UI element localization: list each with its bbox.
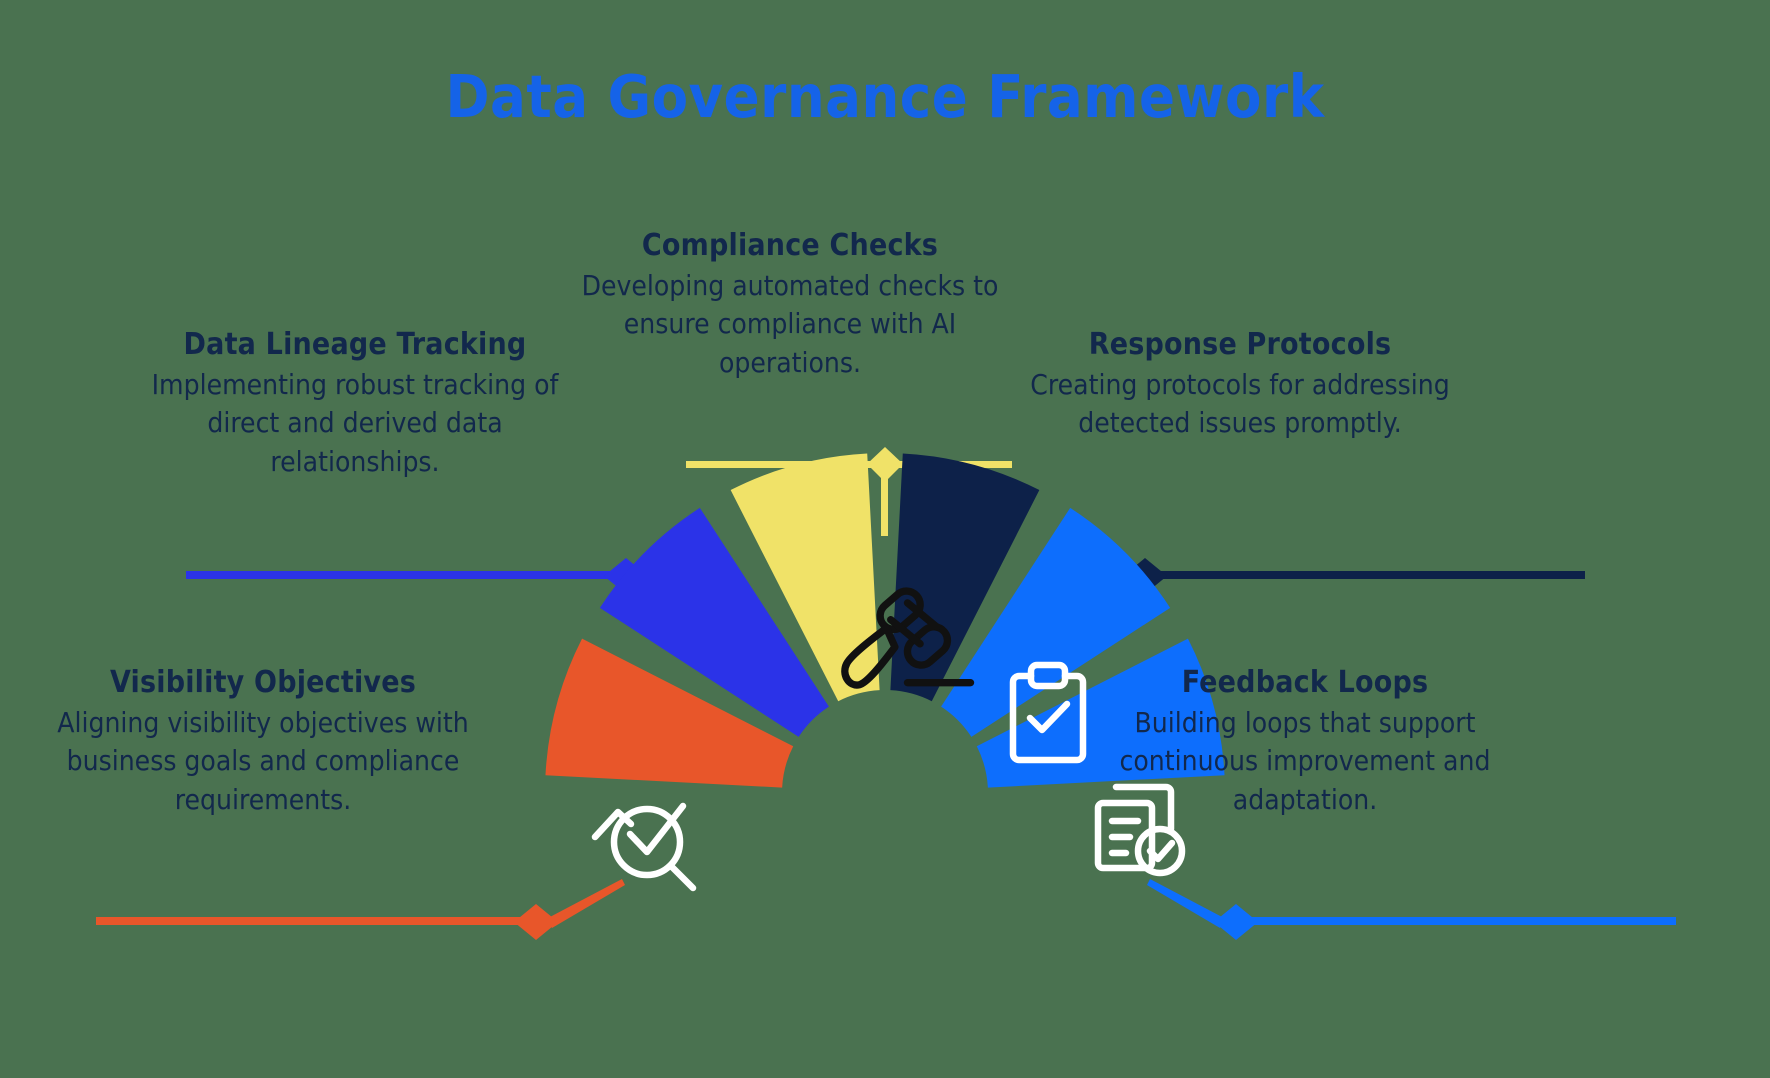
label-description: Aligning visibility objectives with busi… bbox=[57, 706, 469, 816]
label-title: Response Protocols bbox=[1088, 327, 1392, 362]
documents-check-icon bbox=[1094, 783, 1186, 877]
gavel-icon bbox=[841, 587, 975, 689]
label-response-protocols: Response Protocols Creating protocols fo… bbox=[1020, 327, 1460, 443]
label-description: Creating protocols for addressing detect… bbox=[1030, 368, 1450, 440]
label-description: Developing automated checks to ensure co… bbox=[581, 269, 999, 379]
label-description: Implementing robust tracking of direct a… bbox=[151, 368, 559, 478]
label-title: Compliance Checks bbox=[641, 228, 939, 263]
wedge-feedback[interactable] bbox=[941, 507, 1171, 737]
label-compliance-checks: Compliance Checks Developing automated c… bbox=[555, 228, 1025, 382]
connector-visibility bbox=[96, 879, 625, 940]
label-data-lineage-tracking: Data Lineage Tracking Implementing robus… bbox=[135, 327, 575, 481]
label-title: Feedback Loops bbox=[1181, 665, 1429, 700]
label-title: Visibility Objectives bbox=[110, 665, 416, 700]
wedge-compliance[interactable] bbox=[730, 453, 880, 702]
label-visibility-objectives: Visibility Objectives Aligning visibilit… bbox=[48, 665, 478, 819]
connector-feedback bbox=[1147, 879, 1676, 940]
page-title: Data Governance Framework bbox=[445, 62, 1325, 131]
label-feedback-loops: Feedback Loops Building loops that suppo… bbox=[1080, 665, 1530, 819]
wedge-group bbox=[545, 453, 1225, 788]
clipboard-check-icon bbox=[1009, 661, 1087, 764]
wedge-lineage[interactable] bbox=[599, 507, 829, 737]
label-title: Data Lineage Tracking bbox=[183, 327, 527, 362]
wedge-response[interactable] bbox=[890, 453, 1040, 702]
wedge-visibility[interactable] bbox=[545, 638, 794, 788]
analytics-magnifier-icon bbox=[591, 802, 697, 892]
label-description: Building loops that support continuous i… bbox=[1119, 706, 1491, 816]
wedge-feedback-2[interactable] bbox=[976, 638, 1225, 788]
